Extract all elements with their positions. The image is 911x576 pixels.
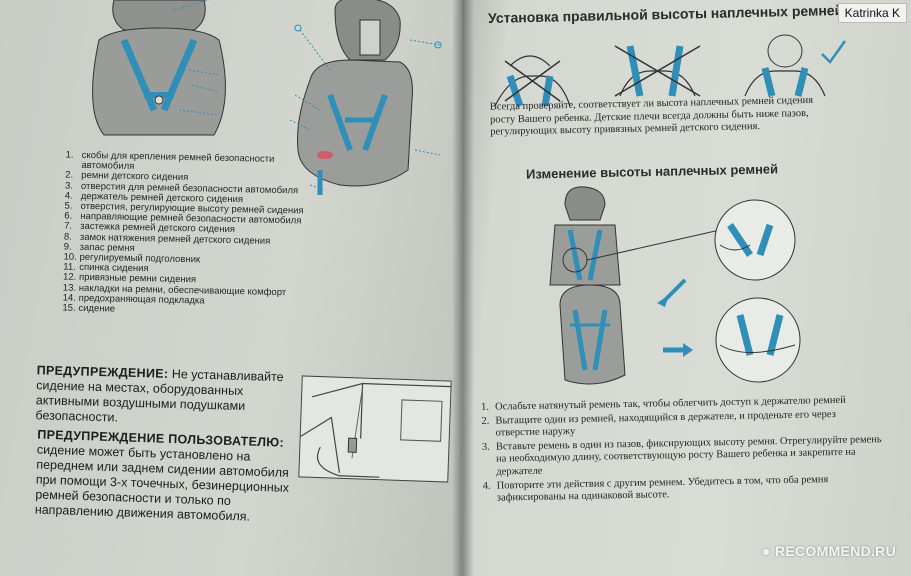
- warning-text: сидение может быть установлено на передн…: [34, 442, 290, 524]
- step-text: Вставьте ремень в один из пазов, фиксиру…: [495, 433, 882, 478]
- watermark: ● RECOMMEND.RU: [762, 543, 896, 559]
- step-item: 3. Вставьте ремень в один из пазов, фикси…: [482, 434, 883, 479]
- warning-airbag: ПРЕДУПРЕЖДЕНИЕ: Не устанавливайте сидени…: [35, 363, 307, 431]
- steps-list: 1.Ослабьте натянутый ремень так, чтобы о…: [481, 394, 883, 506]
- warning-user: ПРЕДУПРЕЖДЕНИЕ ПОЛЬЗОВАТЕЛЮ: сидение мож…: [35, 428, 308, 527]
- watermark-logo-icon: ●: [762, 543, 775, 559]
- shoulder-height-diagrams: [494, 34, 847, 108]
- author-badge: Katrinka K: [837, 3, 907, 23]
- seat-diagram-front: [92, 0, 226, 136]
- car-seat-illustration: [298, 375, 452, 483]
- intro-text: Всегда проверяйте, соответствует ли высо…: [489, 94, 814, 138]
- right-page: [462, 0, 911, 576]
- left-page: 1.скобы для крепления ремней безопасност…: [0, 0, 462, 576]
- step-number: 2.: [481, 415, 490, 427]
- step-number: 3.: [481, 441, 490, 453]
- parts-list-text: сидение: [78, 302, 116, 315]
- shoulder-correct: [744, 34, 847, 97]
- step-number: 1.: [481, 401, 490, 413]
- parts-list-number: 1.: [65, 149, 74, 161]
- step-number: 4.: [482, 480, 491, 492]
- seat-diagram-side: [289, 0, 442, 195]
- shoulder-wrong-high: [614, 45, 701, 97]
- strap-adjust-diagrams: [549, 186, 801, 385]
- page-gutter: [452, 0, 474, 576]
- shoulder-wrong-low: [494, 55, 571, 108]
- parts-list-number: 15.: [62, 302, 76, 314]
- parts-list: 1.скобы для крепления ремней безопасност…: [62, 149, 304, 319]
